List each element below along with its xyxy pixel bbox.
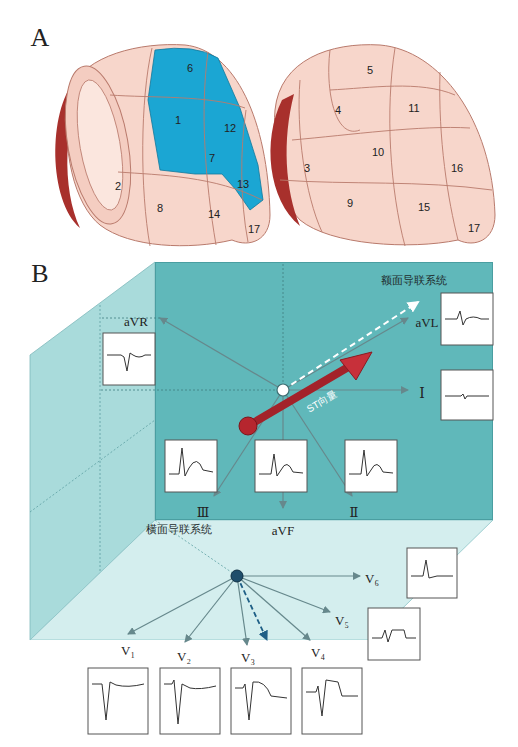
segment-number: 17: [248, 224, 260, 235]
segment-number: 15: [418, 202, 430, 213]
dashed-vector: [237, 576, 267, 640]
transverse-leads: [128, 576, 360, 645]
segment-number: 9: [347, 198, 353, 209]
lead-name: aVR: [124, 315, 148, 328]
lead-name: aVF: [272, 524, 294, 537]
dotted-guide: [283, 262, 284, 390]
panel-letter: A: [31, 25, 50, 51]
segment-number: 8: [157, 203, 163, 214]
st-vector: [239, 352, 372, 435]
heart-left: [55, 45, 270, 246]
segment-number: 2: [115, 181, 121, 192]
segment-number: 4: [335, 105, 341, 116]
dotted-guide: [30, 420, 155, 512]
ecg-traces: [88, 293, 493, 734]
lead-name: V₁: [121, 644, 135, 657]
segment-number: 13: [237, 179, 249, 190]
segment-number: 1: [175, 115, 181, 126]
segment-number: 10: [372, 147, 384, 158]
lead-name: Ⅱ: [350, 506, 359, 519]
segment-number: 17: [468, 223, 480, 234]
dotted-guide: [100, 390, 283, 391]
vector-label: ST向量: [305, 389, 338, 414]
segment-number: 7: [209, 153, 215, 164]
heart-right: [270, 45, 495, 246]
plane-title: 横面导联系统: [146, 524, 212, 535]
segment-number: 16: [451, 163, 463, 174]
origin-point: [277, 384, 289, 396]
lead-name: Ⅲ: [197, 506, 210, 519]
lead-name: V₂: [177, 650, 191, 663]
segment-number: 11: [408, 103, 419, 114]
lead-name: V₅: [335, 614, 349, 627]
dashed-vector: [283, 302, 418, 390]
panel-letter: B: [31, 261, 48, 287]
lead-name: V₄: [311, 646, 325, 659]
segment-number: 3: [304, 163, 310, 174]
lead-name: V₃: [241, 651, 255, 664]
lead-name: aVL: [415, 316, 438, 329]
dotted-guide: [100, 305, 101, 588]
plane-title: 额面导联系统: [381, 275, 447, 286]
segment-number: 12: [224, 123, 236, 134]
segment-number: 6: [187, 63, 193, 74]
origin-point: [231, 570, 243, 582]
lead-name: V₆: [365, 572, 379, 585]
lead-name: Ⅰ: [419, 387, 425, 401]
segment-number: 14: [208, 209, 220, 220]
frontal-leads: [160, 318, 408, 508]
segment-number: 5: [367, 65, 373, 76]
dotted-guide: [155, 520, 237, 576]
